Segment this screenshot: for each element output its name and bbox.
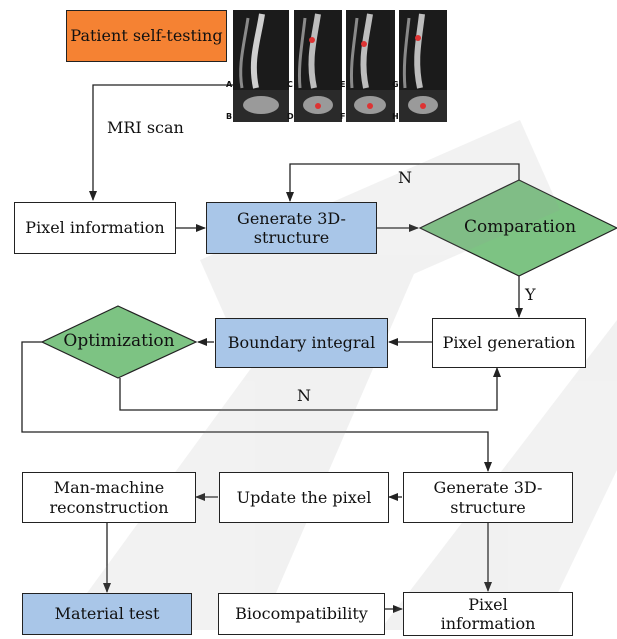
comparation-diamond	[418, 179, 617, 277]
mri-image-group	[233, 10, 447, 122]
pixel-information-box: Pixel information	[14, 202, 176, 254]
pixel-information-label-2: Pixel information	[440, 594, 536, 633]
mri-letter-b: B	[226, 112, 233, 121]
patient-self-testing-box: Patient self-testing	[66, 10, 227, 62]
mri-scan-label: MRI scan	[107, 118, 184, 137]
pixel-generation-label: Pixel generation	[442, 333, 576, 353]
generate-3d-structure-label-2: Generate 3D-structure	[433, 478, 543, 517]
man-machine-reconstruction-box: Man-machine reconstruction	[22, 472, 196, 523]
edge-optimization-to-generate	[21, 341, 492, 472]
boundary-integral-label: Boundary integral	[227, 333, 376, 353]
comparation-label: Comparation	[463, 217, 577, 237]
update-pixel-box: Update the pixel	[219, 472, 389, 523]
optimization-label: Optimization	[63, 331, 175, 351]
material-test-box: Material test	[22, 593, 192, 635]
generate-3d-structure-box: Generate 3D-structure	[206, 202, 377, 254]
update-pixel-label: Update the pixel	[236, 487, 372, 507]
edge-mri-to-pixel-info	[89, 84, 233, 201]
mri-letter-a: A	[226, 80, 233, 89]
man-machine-reconstruction-label: Man-machine reconstruction	[49, 478, 169, 517]
pixel-generation-box: Pixel generation	[432, 318, 586, 368]
no-label-top: N	[398, 168, 412, 187]
generate-3d-structure-label: Generate 3D-structure	[237, 208, 346, 247]
no-label-bottom: N	[297, 386, 311, 405]
pixel-information-box-2: Pixel information	[403, 592, 573, 636]
retracted-watermark	[60, 120, 617, 630]
boundary-integral-box: Boundary integral	[215, 318, 388, 368]
edge-comparation-no	[286, 163, 520, 202]
pixel-information-label: Pixel information	[25, 218, 165, 238]
yes-label: Y	[525, 285, 536, 304]
biocompatibility-box: Biocompatibility	[218, 593, 385, 635]
mri-letter-g: G	[392, 80, 399, 89]
mri-letter-d: D	[287, 112, 294, 121]
generate-3d-structure-box-2: Generate 3D-structure	[403, 472, 573, 523]
biocompatibility-label: Biocompatibility	[235, 604, 368, 624]
edge-optimization-no	[119, 367, 501, 411]
material-test-label: Material test	[54, 604, 160, 624]
mri-letter-h: H	[392, 112, 399, 121]
mri-letter-f: F	[340, 112, 346, 121]
optimization-diamond	[40, 305, 198, 379]
patient-self-testing-label: Patient self-testing	[70, 26, 223, 46]
mri-letter-e: E	[340, 80, 346, 89]
mri-letter-c: C	[287, 80, 293, 89]
